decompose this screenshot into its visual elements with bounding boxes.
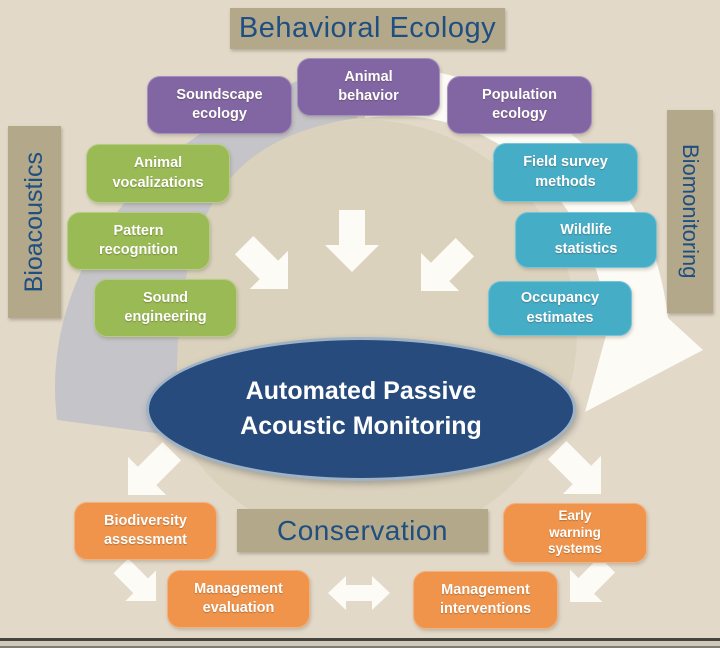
box-soundscape-ecology: Soundscape ecology (147, 76, 292, 134)
box-field-survey-methods: Field survey methods (493, 143, 638, 202)
box-management-interventions: Management interventions (413, 571, 558, 629)
box-animal-behavior: Animal behavior (297, 58, 440, 116)
arrow-down-left-icon (570, 556, 616, 602)
box-early-warning-systems: Early warning systems (503, 503, 647, 563)
box-pattern-recognition: Pattern recognition (67, 212, 210, 270)
banner-biomonitoring-label: Biomonitoring (678, 144, 703, 279)
box-management-evaluation: Management evaluation (167, 570, 310, 628)
box-wildlife-statistics: Wildlife statistics (515, 212, 657, 268)
banner-conservation-label: Conservation (277, 514, 448, 546)
banner-behavioral-ecology-label: Behavioral Ecology (238, 12, 497, 44)
banner-biomonitoring: Biomonitoring (667, 110, 713, 313)
box-animal-vocalizations: Animal vocalizations (86, 144, 230, 203)
arrow-down-right-icon (547, 440, 601, 494)
banner-behavioral-ecology: Behavioral Ecology (230, 8, 505, 49)
box-occupancy-estimates: Occupancy estimates (488, 281, 632, 336)
gray-curved-band-icon (55, 72, 359, 436)
arrow-down-icon (325, 210, 379, 272)
center-ellipse: Automated Passive Acoustic Monitoring (146, 337, 576, 481)
arrow-down-right-icon (234, 235, 288, 289)
arrow-down-left-icon (128, 441, 182, 495)
box-sound-engineering: Sound engineering (94, 279, 237, 337)
arrow-down-right-icon (113, 558, 156, 601)
box-population-ecology: Population ecology (447, 76, 592, 134)
bottom-border (0, 638, 720, 648)
arrow-down-left-icon (421, 237, 475, 291)
box-biodiversity-assessment: Biodiversity assessment (74, 502, 217, 560)
banner-bioacoustics-label: Bioacoustics (20, 151, 48, 293)
banner-bioacoustics: Bioacoustics (8, 126, 61, 318)
banner-conservation: Conservation (237, 509, 488, 552)
center-ellipse-label: Automated Passive Acoustic Monitoring (240, 377, 482, 440)
arrow-left-right-icon (328, 576, 390, 610)
